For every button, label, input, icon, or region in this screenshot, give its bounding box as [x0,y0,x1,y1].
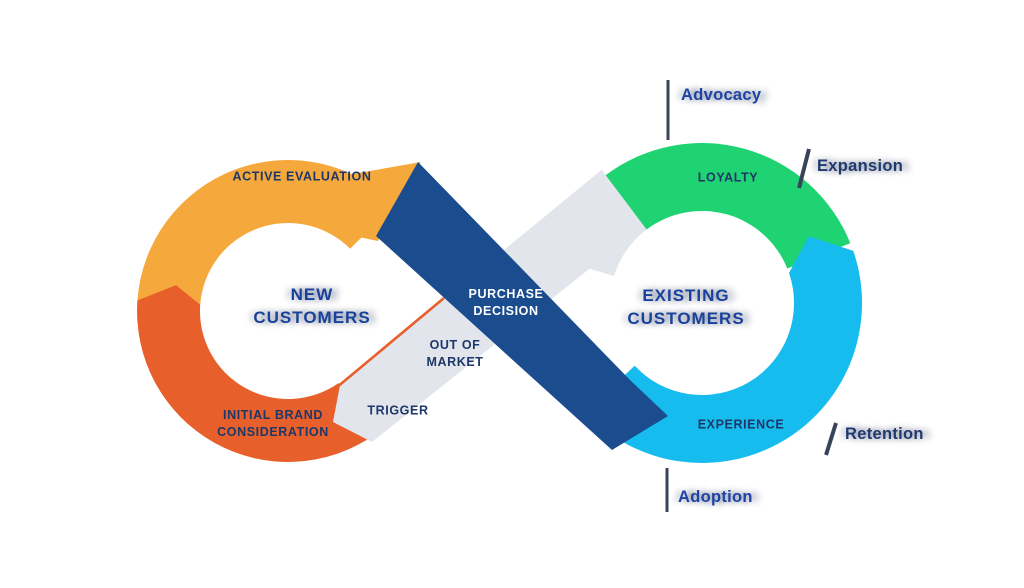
advocacy-annotation: Advocacy [681,86,762,104]
purchase-decision-band [376,162,668,450]
out-of-market-line2: MARKET [426,355,484,369]
new-customers-title: NEW CUSTOMERS [253,283,370,329]
expansion-annotation: Expansion [817,157,904,175]
market-exit-line [335,297,445,389]
new-customers-title-line2: CUSTOMERS [253,308,371,327]
active-evaluation-label: ACTIVE EVALUATION [232,169,372,184]
out-of-market-line1: OUT OF [429,338,481,352]
retention-annotation: Retention [845,425,924,443]
initial-brand-consideration-segment [137,285,375,462]
loyalty-label: LOYALTY [697,170,759,185]
purchase-decision-label: PURCHASE DECISION [469,286,544,320]
trigger-label: TRIGGER [367,403,429,418]
experience-label: EXPERIENCE [697,417,785,432]
initial-brand-consideration-line2: CONSIDERATION [217,425,329,439]
purchase-decision-line1: PURCHASE [468,287,544,301]
initial-brand-consideration-line1: INITIAL BRAND [223,408,323,422]
existing-customers-title-line2: CUSTOMERS [627,309,745,328]
out-of-market-label: OUT OF MARKET [426,337,483,371]
initial-brand-consideration-label: INITIAL BRAND CONSIDERATION [217,407,329,441]
existing-customers-title: EXISTING CUSTOMERS [627,284,744,330]
new-customers-title-line1: NEW [290,285,334,304]
existing-customers-title-line1: EXISTING [642,286,730,305]
retention-tick [824,422,838,456]
expansion-tick [797,148,811,189]
active-evaluation-segment [137,159,395,305]
purchase-decision-line2: DECISION [473,304,539,318]
active-evaluation-segment-extension [325,162,421,241]
loyalty-segment [605,143,851,269]
adoption-annotation: Adoption [678,488,753,506]
